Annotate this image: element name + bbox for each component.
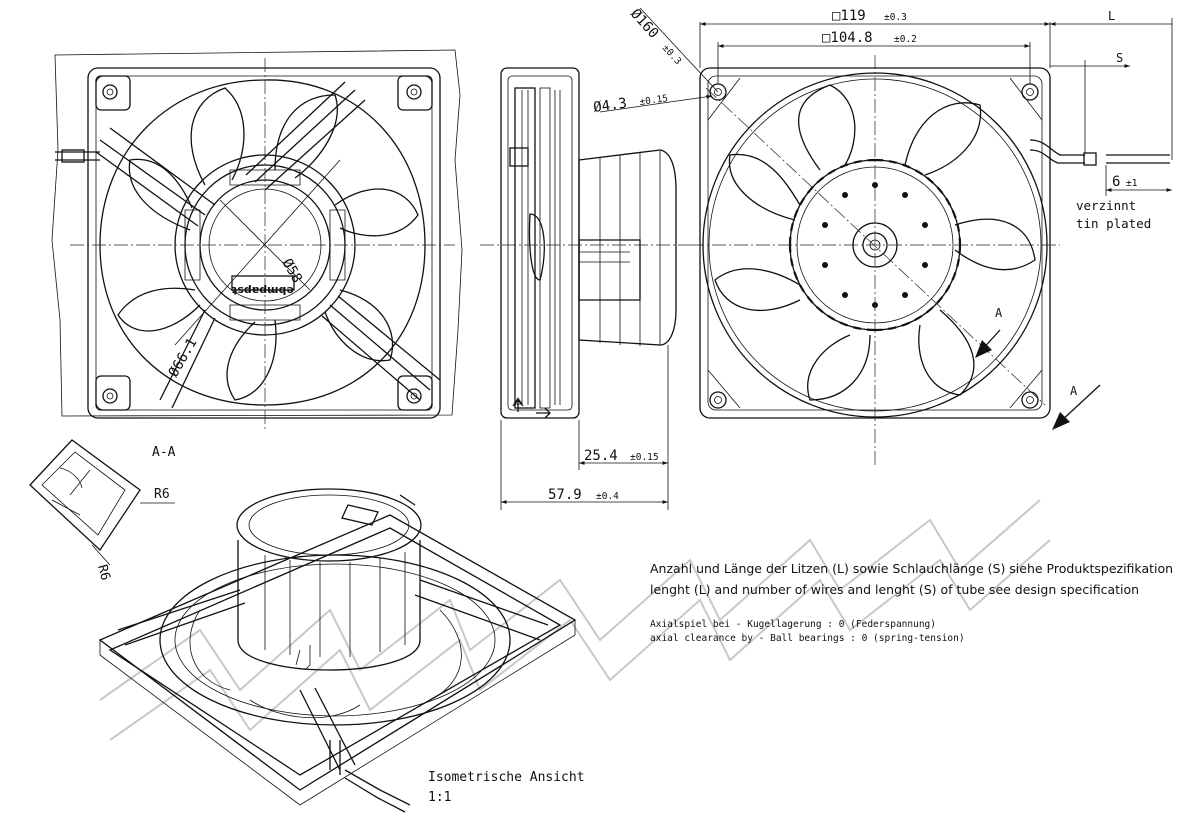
side-view xyxy=(480,67,690,419)
wires-note-en: lenght (L) and number of wires and lengh… xyxy=(650,582,1139,597)
hole-diameter-tolerance: ±0.15 xyxy=(639,93,669,108)
axial-note-en: axial clearance by - Ball bearings : 0 (… xyxy=(650,633,965,644)
outer-square-value: □119 xyxy=(832,8,866,24)
frame-depth-value: 25.4 xyxy=(584,448,618,464)
tin-plated-de: verzinnt xyxy=(1076,198,1136,213)
diagonal-value: Ø160 xyxy=(627,6,661,42)
wire-strip-value: 6 xyxy=(1112,174,1120,190)
section-view-label: A-A xyxy=(152,445,176,460)
front-dimensions xyxy=(599,7,1173,196)
radius-label-2: R6 xyxy=(94,563,113,582)
frame-struts xyxy=(95,81,441,409)
fan-blades xyxy=(117,87,419,401)
watermark xyxy=(99,499,1051,741)
rotation-arrow-icon xyxy=(399,494,416,506)
total-depth-tolerance: ±0.4 xyxy=(596,491,619,502)
axial-note-de: Axialspiel bei - Kugellagerung : 0 (Fede… xyxy=(650,619,936,630)
isometric-title: Isometrische Ansicht xyxy=(428,770,585,785)
wire-strip-tolerance: ±1 xyxy=(1126,178,1138,189)
frame-depth-tolerance: ±0.15 xyxy=(630,452,659,463)
isometric-scale: 1:1 xyxy=(428,790,451,805)
isometric-view xyxy=(98,488,577,813)
section-mark-upper: A xyxy=(995,306,1003,320)
front-fan-blades xyxy=(714,84,1036,401)
section-mark-lower: A xyxy=(1070,384,1078,398)
hole-spacing-value: □104.8 xyxy=(822,30,873,46)
section-view xyxy=(51,49,463,430)
total-depth-value: 57.9 xyxy=(548,487,582,503)
hole-spacing-tolerance: ±0.2 xyxy=(894,34,917,45)
tin-plated-en: tin plated xyxy=(1076,216,1151,231)
tube-length-label: S xyxy=(1116,51,1123,65)
diagonal-tolerance: ±0.3 xyxy=(660,43,683,67)
hub-brand-label: ebmpapst xyxy=(232,284,294,297)
side-dimensions xyxy=(500,345,669,510)
section-arrow-icon xyxy=(975,340,1101,430)
hole-diameter-value: Ø4.3 xyxy=(592,95,628,116)
wires-note-de: Anzahl und Länge der Litzen (L) sowie Sc… xyxy=(650,561,1173,576)
mounting-holes xyxy=(95,75,433,411)
flow-direction-arrow-icon xyxy=(513,397,523,405)
radius-label-1: R6 xyxy=(154,487,170,502)
outer-square-tolerance: ±0.3 xyxy=(884,12,907,23)
radius-detail xyxy=(29,439,175,566)
front-view xyxy=(690,55,1170,465)
wire-length-label: L xyxy=(1108,9,1115,23)
